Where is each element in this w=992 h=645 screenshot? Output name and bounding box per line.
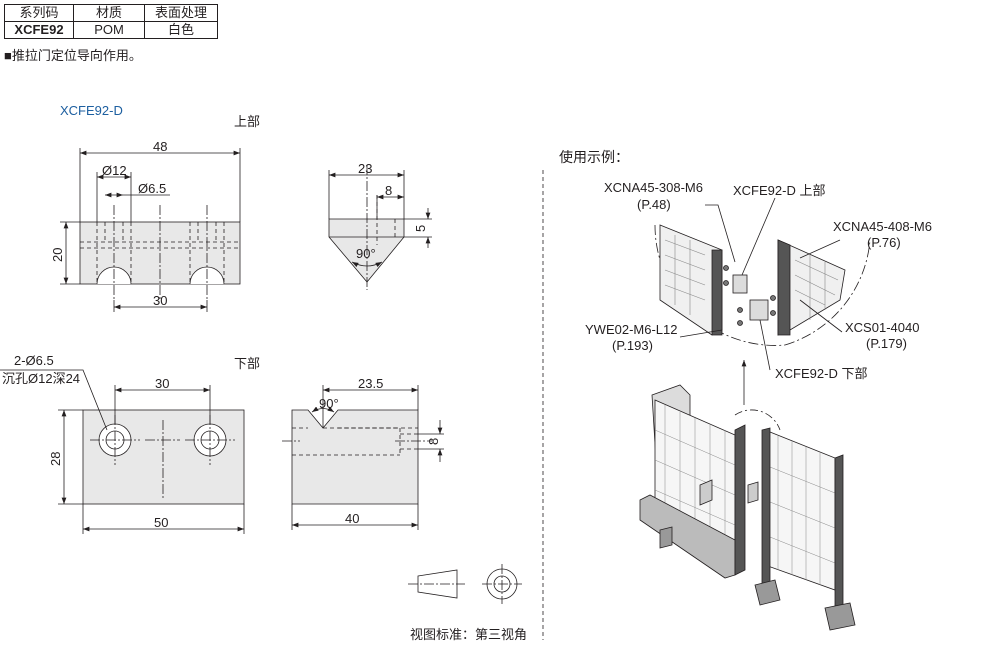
header-material: 材质	[73, 4, 145, 22]
upper-front-view	[60, 148, 241, 312]
upper-side-angle: 90°	[356, 246, 376, 261]
callout-xcna45-308-page: (P.48)	[637, 197, 671, 212]
lower-side-length: 40	[345, 511, 359, 526]
callout-xcna45-408-page: (P.76)	[867, 235, 901, 250]
cell-surface: 白色	[144, 21, 218, 39]
lower-front-holes-line1: 2-Ø6.5	[14, 353, 54, 368]
upper-front-pitch: 30	[153, 293, 167, 308]
callout-ywe02: YWE02-M6-L12	[585, 322, 678, 337]
view-standard-label: 视图标准：第三视角	[410, 627, 528, 642]
lower-side-view	[282, 385, 444, 530]
upper-front-bore: Ø12	[102, 163, 127, 178]
callout-xcna45-408: XCNA45-408-M6	[833, 219, 932, 234]
lower-front-width: 50	[154, 515, 168, 530]
lower-front-height: 28	[48, 452, 63, 466]
projection-symbol-icon	[408, 564, 522, 604]
upper-side-width: 23	[358, 161, 372, 176]
lower-side-depth: 8	[426, 438, 441, 445]
upper-part-label: 上部	[234, 114, 261, 129]
upper-side-view	[328, 165, 432, 290]
spec-table-header-row: 系列码 材质 表面处理	[4, 4, 218, 22]
callout-xcfe92-upper: XCFE92-D 上部	[733, 183, 826, 198]
model-label: XCFE92-D	[60, 103, 123, 118]
usage-example-title: 使用示例：	[559, 149, 629, 165]
callout-xcfe92-lower: XCFE92-D 下部	[775, 366, 868, 381]
usage-example-illustration	[639, 197, 871, 631]
lower-part-label: 下部	[234, 356, 261, 371]
header-surface: 表面处理	[144, 4, 218, 22]
cell-material: POM	[73, 21, 145, 39]
lower-front-view	[0, 369, 245, 534]
cell-series-code: XCFE92	[4, 21, 74, 39]
usage-note: ■推拉门定位导向作用。	[4, 48, 142, 63]
header-series-code: 系列码	[4, 4, 74, 22]
upper-side-depth: 5	[413, 225, 428, 232]
callout-xcna45-308: XCNA45-308-M6	[604, 180, 703, 195]
spec-table-row: XCFE92 POM 白色	[4, 21, 218, 39]
upper-side-offset: 8	[385, 183, 392, 198]
callout-ywe02-page: (P.193)	[612, 338, 653, 353]
lower-front-holes-line2: 沉孔Ø12深24	[2, 371, 80, 386]
lower-side-width: 23.5	[358, 376, 383, 391]
upper-front-hole: Ø6.5	[138, 181, 166, 196]
lower-side-angle: 90°	[319, 396, 339, 411]
upper-front-width: 48	[153, 139, 167, 154]
callout-xcs01: XCS01-4040	[845, 320, 920, 335]
callout-xcs01-page: (P.179)	[866, 336, 907, 351]
upper-front-height: 20	[50, 248, 65, 262]
lower-front-pitch: 30	[155, 376, 169, 391]
spec-table: 系列码 材质 表面处理 XCFE92 POM 白色	[4, 4, 218, 39]
